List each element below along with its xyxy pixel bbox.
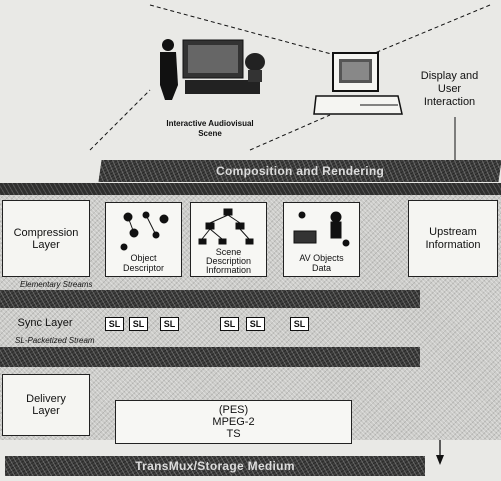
sl-packetized-label: SL-Packetized Stream [15, 336, 95, 345]
scene-description-box: Scene Description Information [190, 202, 267, 277]
display-label-line2: User [437, 83, 462, 95]
object-tree-icon [120, 211, 169, 251]
delivery-layer-label: Delivery Layer [2, 374, 90, 436]
sl-packetized-bar [0, 347, 420, 367]
display-interaction-label: Display and User Interaction [402, 70, 497, 109]
av-objects-icon [293, 211, 350, 247]
upstream-information-box: Upstream Information [408, 200, 498, 277]
scene-caption-line1: Interactive Audiovisual [166, 119, 254, 128]
object-descriptor-label: Object Descriptor [122, 253, 164, 273]
sl-box-6: SL [290, 317, 309, 331]
sl-box-2: SL [129, 317, 148, 331]
transmux-storage-label: TransMux/Storage Medium [135, 459, 295, 473]
elementary-streams-bar [0, 290, 420, 308]
scene-caption: Interactive Audiovisual Scene [150, 119, 270, 139]
composition-rendering-label: Composition and Rendering [215, 164, 385, 178]
mpeg2-ts-box: (PES) MPEG-2 TS [115, 400, 352, 444]
compression-layer-label: Compression Layer [2, 200, 90, 277]
computer-monitor-icon [313, 52, 403, 115]
upstream-line1: Upstream [429, 225, 477, 238]
elementary-streams-label: Elementary Streams [20, 280, 93, 289]
av-objects-box: AV Objects Data [283, 202, 360, 277]
scene-caption-line2: Scene [198, 129, 222, 138]
sl-box-1: SL [105, 317, 124, 331]
sync-layer-label: Sync Layer [17, 317, 73, 329]
av-objects-label: AV Objects Data [299, 253, 344, 273]
scene-description-label: Scene Description Information [205, 247, 252, 275]
scene-graph-icon [198, 208, 254, 245]
sl-box-3: SL [160, 317, 179, 331]
mpeg2-ts-label: (PES) MPEG-2 TS [212, 404, 255, 440]
sl-box-5: SL [246, 317, 265, 331]
sl-box-4: SL [220, 317, 239, 331]
object-descriptor-box: Object Descriptor [105, 202, 182, 277]
composition-rendering-bar: Composition and Rendering [98, 160, 501, 182]
display-label-line3: Interaction [423, 96, 476, 108]
scene-figures-icon [160, 39, 265, 100]
display-label-line1: Display and [420, 70, 479, 82]
upstream-line2: Information [425, 238, 481, 251]
primitive-bar [0, 183, 501, 195]
transmux-storage-bar: TransMux/Storage Medium [5, 456, 425, 476]
